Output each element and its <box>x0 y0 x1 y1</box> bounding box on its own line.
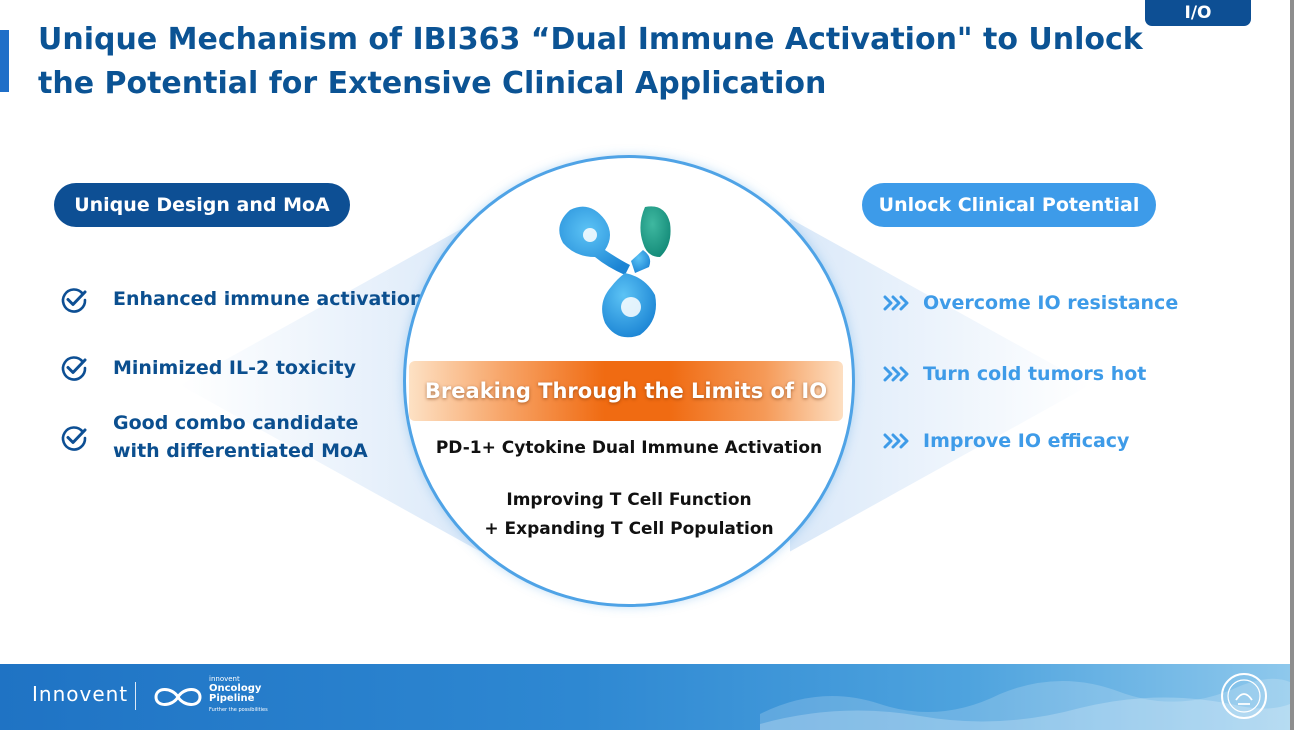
triple-chevron-icon <box>883 295 909 311</box>
footer-banner: Innovent innovent Oncology Pipeline Furt… <box>0 664 1290 730</box>
center-line-1: Improving T Cell Function <box>506 490 752 510</box>
pipeline-title-line-1: Oncology <box>209 683 262 694</box>
left-header-pill: Unique Design and MoA <box>54 183 350 227</box>
right-item-1: Overcome IO resistance <box>923 292 1179 314</box>
left-item-2: Minimized IL-2 toxicity <box>113 357 356 379</box>
check-circle-icon <box>61 426 87 451</box>
right-item-3: Improve IO efficacy <box>923 430 1130 452</box>
infinity-logo-icon <box>154 688 202 706</box>
left-item-3: Good combo candidate with differentiated… <box>113 409 368 465</box>
anniversary-seal-icon <box>1221 673 1267 719</box>
right-item-2: Turn cold tumors hot <box>923 363 1147 385</box>
left-item-3-line-1: Good combo candidate <box>113 412 359 434</box>
right-header-pill: Unlock Clinical Potential <box>862 183 1156 227</box>
ocean-wave-decoration <box>760 678 1290 730</box>
check-circle-icon <box>61 288 87 313</box>
slide-edge <box>1290 0 1294 730</box>
title-accent-bar <box>0 30 9 92</box>
slide-title: Unique Mechanism of IBI363 “Dual Immune … <box>38 22 1143 101</box>
triple-chevron-icon <box>883 366 909 382</box>
pipeline-brand-small: innovent <box>209 675 240 683</box>
section-badge: I/O <box>1145 0 1251 26</box>
antibody-molecule-icon <box>559 206 671 338</box>
check-circle-icon <box>61 356 87 381</box>
logo-separator <box>135 682 136 710</box>
triple-chevron-icon <box>883 433 909 449</box>
innovent-logo: Innovent <box>32 682 129 706</box>
center-banner: Breaking Through the Limits of IO <box>409 361 843 421</box>
pipeline-tagline: Further the possibilities <box>209 707 268 713</box>
center-subtitle: PD-1+ Cytokine Dual Immune Activation <box>435 438 823 458</box>
center-line-2: + Expanding T Cell Population <box>484 519 774 539</box>
pipeline-title: Oncology Pipeline <box>209 684 261 704</box>
left-item-1: Enhanced immune activation <box>113 288 424 310</box>
pipeline-title-line-2: Pipeline <box>209 693 255 704</box>
left-item-3-line-2: with differentiated MoA <box>113 440 368 462</box>
